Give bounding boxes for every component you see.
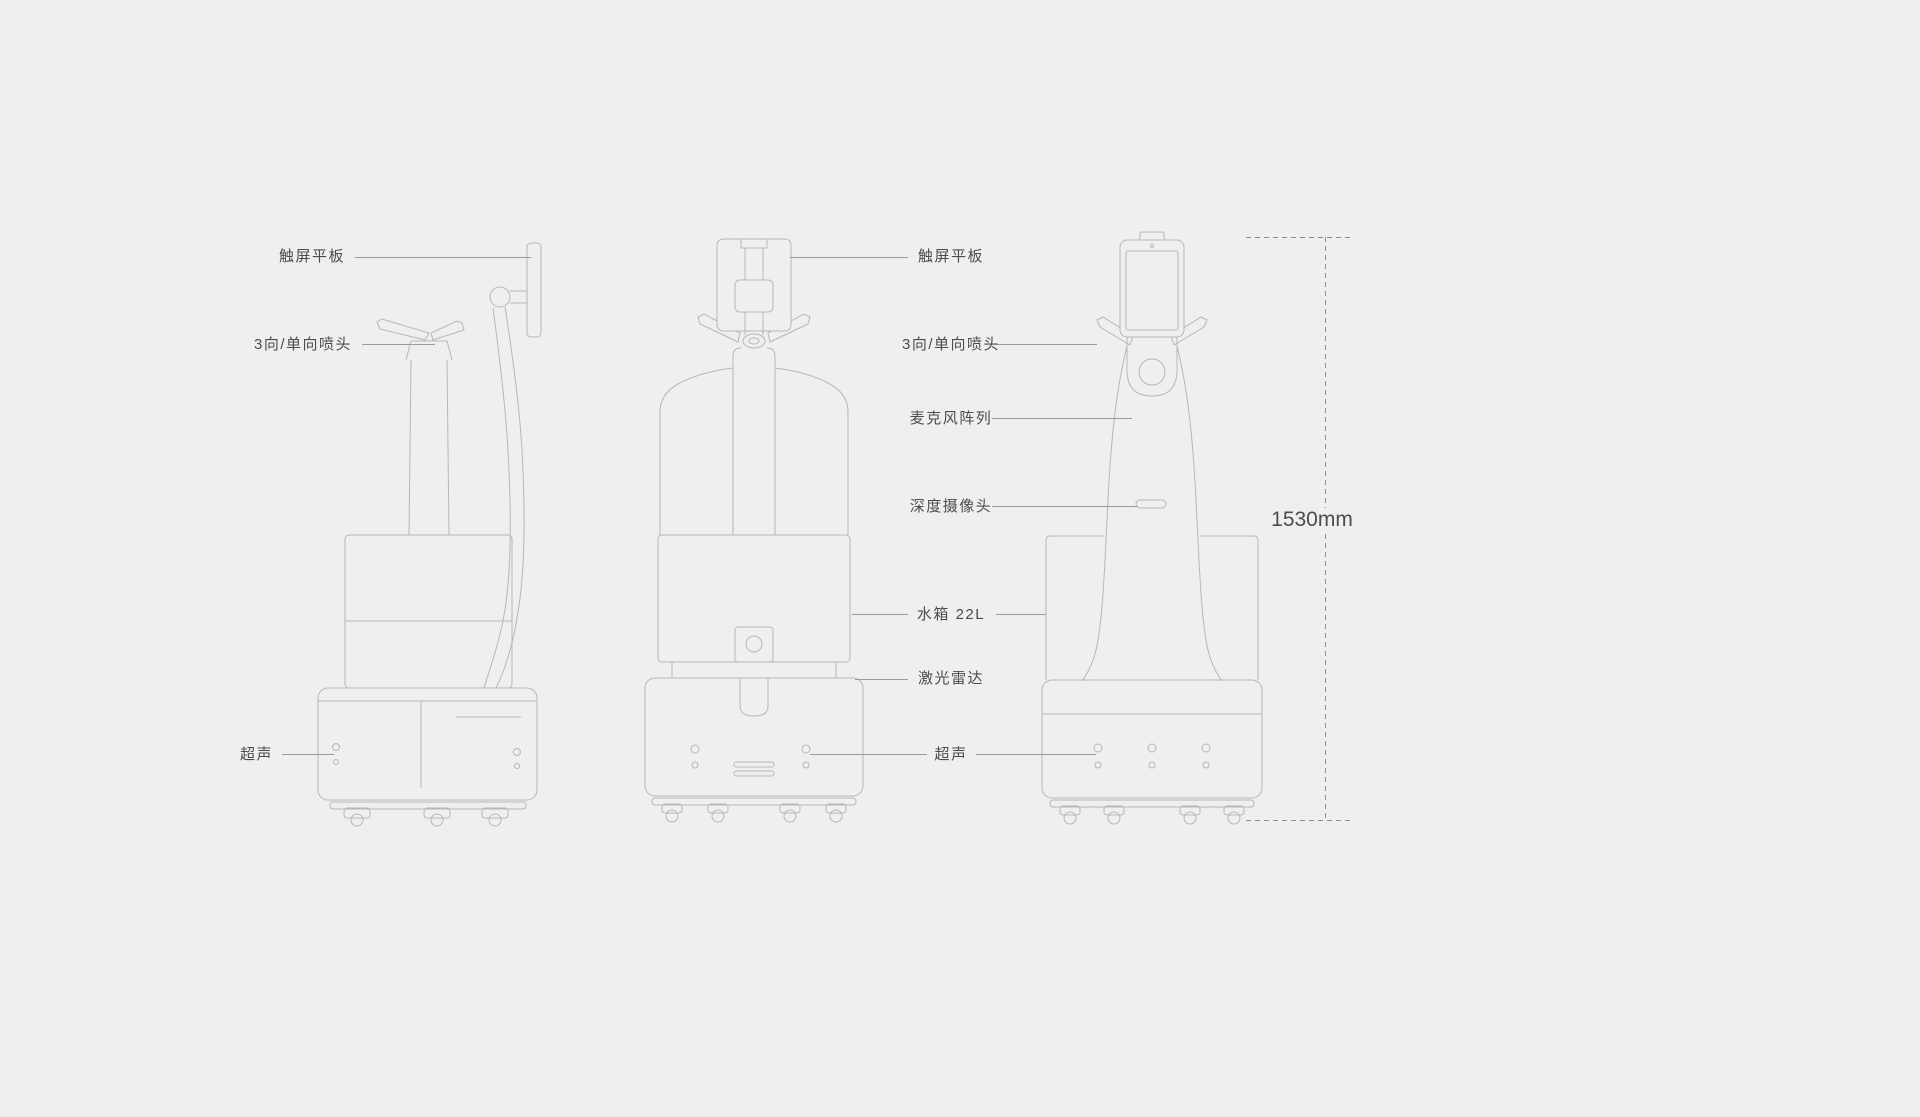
label-microphone-array: 麦克风阵列 — [909, 410, 993, 427]
water-tank-side — [344, 534, 513, 689]
base-side — [317, 687, 538, 801]
nozzle-wing-right — [430, 320, 465, 341]
wheel — [1063, 811, 1077, 825]
label-depth-camera: 深度摄像头 — [909, 498, 993, 515]
ultrasonic-sensor — [333, 759, 339, 765]
ultrasonic-sensor — [1201, 743, 1211, 753]
depth-camera-slot — [1135, 499, 1167, 509]
sensor-lens — [745, 635, 763, 653]
wheel — [711, 809, 725, 823]
microphone-joint — [1138, 358, 1166, 386]
label-touchscreen-middle: 触屏平板 — [917, 248, 985, 265]
ultrasonic-sensor — [1093, 743, 1103, 753]
nozzle-wing-left — [697, 313, 741, 343]
label-ultrasonic-middle: 超声 — [934, 746, 968, 763]
label-nozzle-left: 3向/单向喷头 — [253, 336, 352, 353]
ultrasonic-sensor — [513, 748, 521, 756]
neck — [732, 347, 776, 535]
touchscreen-tablet-side — [526, 242, 542, 338]
column — [408, 359, 450, 536]
ultrasonic-sensor — [1148, 761, 1156, 769]
ultrasonic-sensor — [332, 743, 340, 751]
ultrasonic-sensor — [801, 744, 811, 754]
ultrasonic-sensor — [1202, 761, 1210, 769]
label-nozzle-middle: 3向/单向喷头 — [901, 336, 1001, 353]
nozzle-head — [405, 340, 453, 361]
tablet-camera — [1149, 243, 1155, 249]
ultrasonic-sensor — [802, 761, 810, 769]
lidar-band — [671, 662, 837, 678]
dimension-height-value: 1530mm — [1265, 508, 1359, 532]
ultrasonic-sensor — [514, 763, 520, 769]
nozzle-opening — [742, 333, 766, 349]
neck-collar — [1126, 337, 1178, 397]
label-lidar: 激光雷达 — [917, 670, 985, 687]
tablet-mount — [734, 279, 774, 313]
tank-panel-right — [1200, 535, 1259, 680]
tank-panel-left — [1045, 535, 1104, 680]
wheel — [1107, 811, 1121, 825]
nozzle-wing-right — [767, 313, 811, 343]
robot-front-view-drawing — [644, 238, 864, 823]
ultrasonic-sensor — [691, 761, 699, 769]
grille-slot — [733, 761, 775, 768]
sensor-box — [734, 626, 774, 663]
wheel — [430, 813, 444, 827]
torso-right — [1176, 345, 1223, 682]
wheel — [1227, 811, 1241, 825]
torso-left — [1081, 345, 1128, 682]
wheel — [665, 809, 679, 823]
base-front — [1041, 679, 1263, 799]
wheel — [783, 809, 797, 823]
grille-slot — [733, 770, 775, 777]
wheel — [1183, 811, 1197, 825]
label-touchscreen-left: 触屏平板 — [278, 248, 345, 265]
wheel — [350, 813, 364, 827]
robot-front-tablet-drawing — [1041, 231, 1263, 825]
base-front — [644, 677, 864, 797]
tablet-screen — [1125, 250, 1179, 331]
wheel — [488, 813, 502, 827]
ultrasonic-sensor — [690, 744, 700, 754]
robot-side-view-drawing — [317, 242, 542, 827]
ultrasonic-sensor — [1147, 743, 1157, 753]
label-ultrasonic-left: 超声 — [239, 746, 273, 763]
label-water-tank: 水箱 22L — [916, 606, 986, 623]
wheel — [829, 809, 843, 823]
nozzle-wing-left — [376, 318, 430, 341]
base-notch — [739, 678, 769, 717]
ultrasonic-sensor — [1094, 761, 1102, 769]
tablet-hinge — [489, 286, 511, 308]
leader-lines — [282, 257, 1138, 755]
touchscreen-tablet-front — [1119, 239, 1185, 338]
